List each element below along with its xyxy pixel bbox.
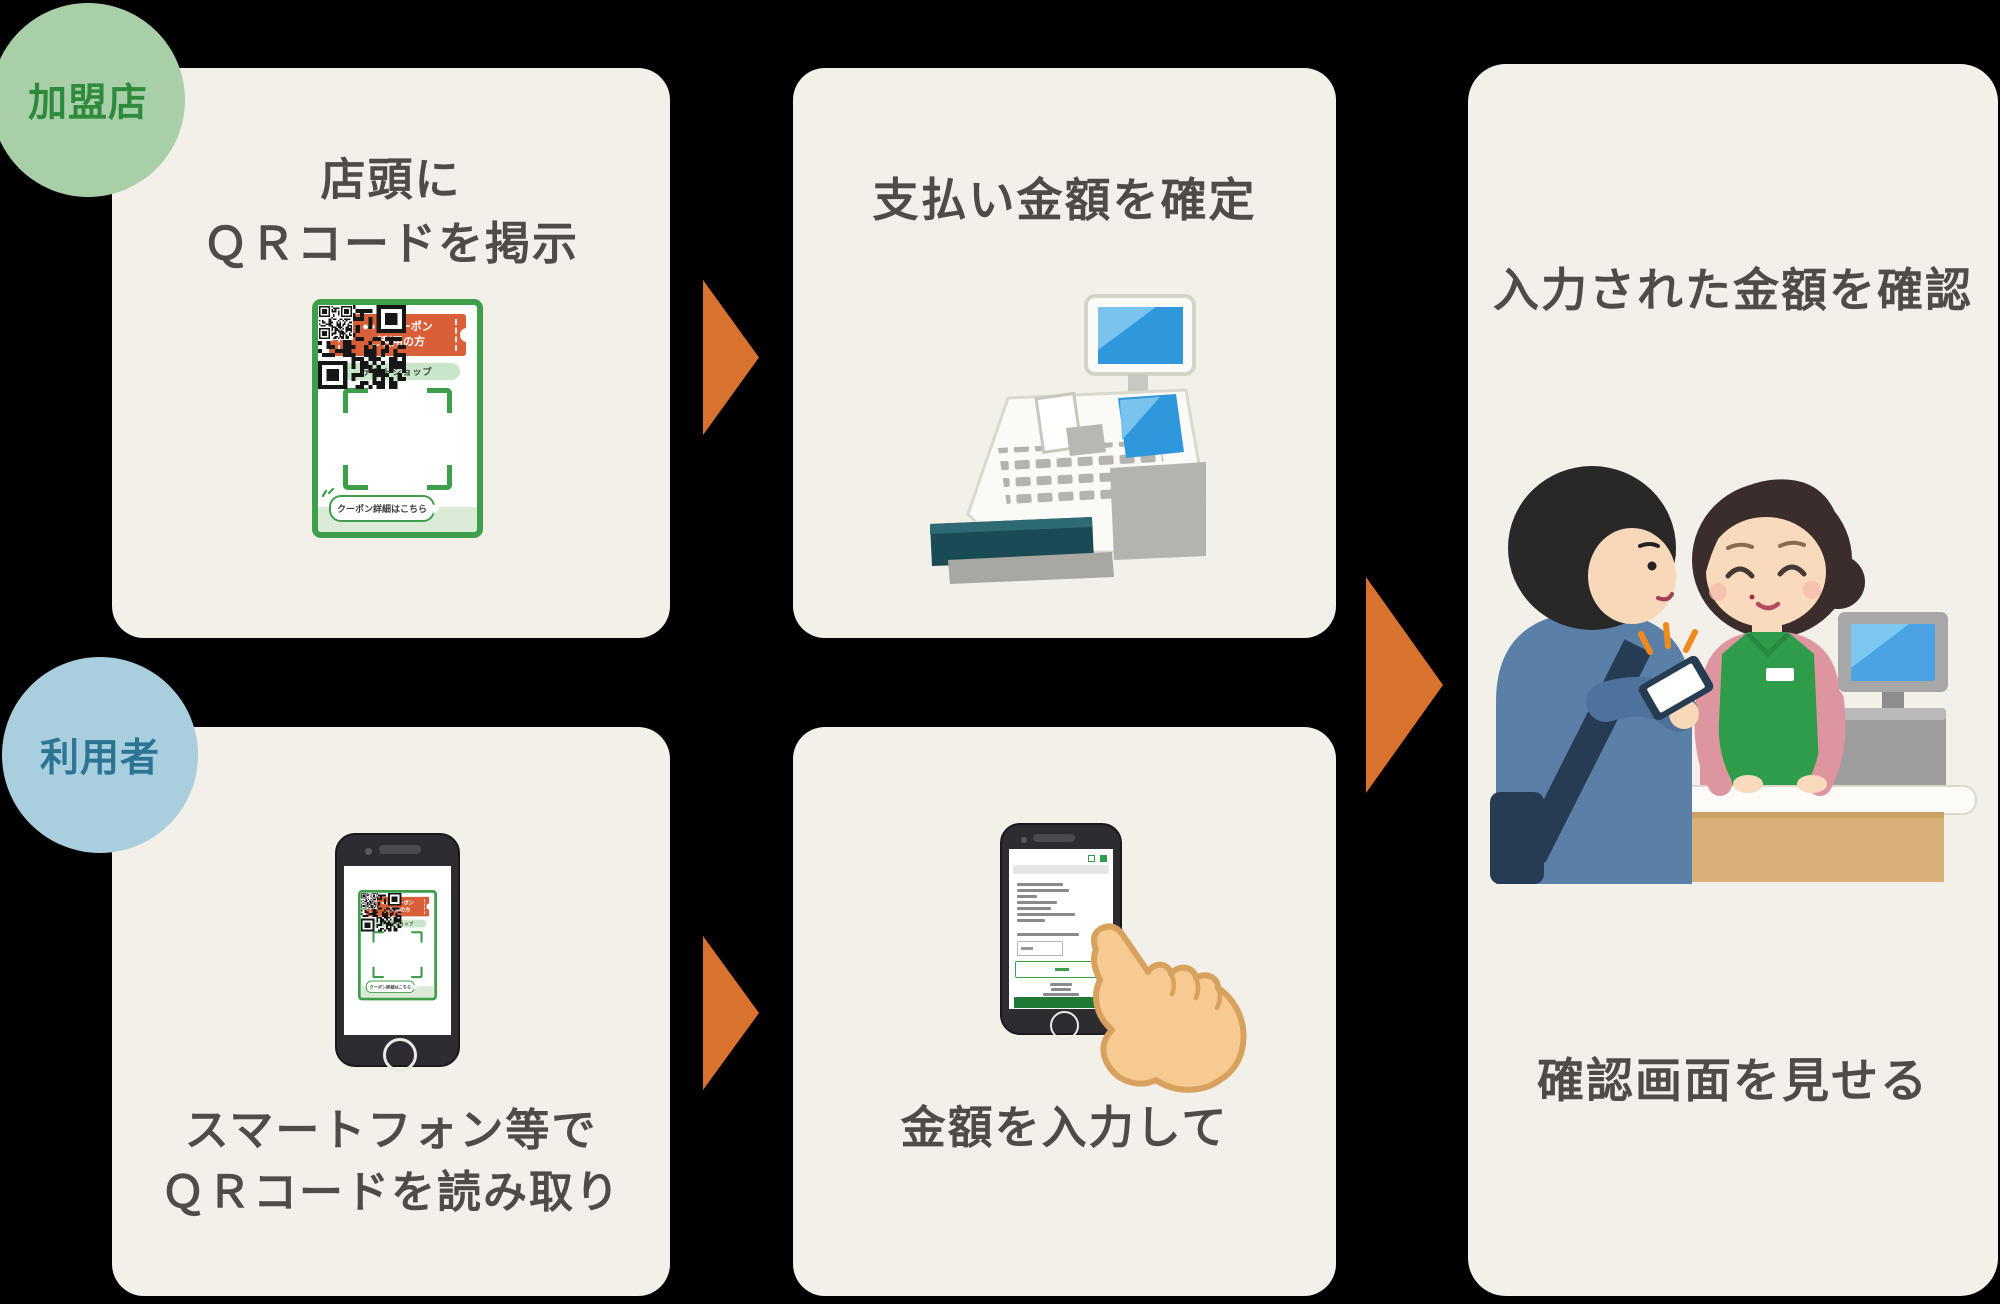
qr-poster: ●●●●クーポン ご利用の方 テストショップ クーポン詳細はこちら bbox=[312, 299, 483, 538]
verify-title-bottom: 確認画面を見せる bbox=[1537, 1054, 1929, 1107]
phone-speaker-icon bbox=[1033, 834, 1075, 842]
amount-input bbox=[1017, 941, 1063, 956]
submit-button bbox=[1014, 997, 1108, 1008]
display-qr-title-line1: 店頭に bbox=[320, 154, 462, 205]
coupon-detail-bubble: クーポン詳細はこちら bbox=[329, 495, 440, 522]
scan-qr-title-line2: ＱＲコードを読み取り bbox=[161, 1168, 621, 1218]
display-qr-title: 店頭に ＱＲコードを掲示 bbox=[112, 148, 670, 276]
scan-corner-icon bbox=[427, 388, 452, 413]
pointing-hand-icon bbox=[1090, 923, 1247, 1093]
scan-corner-icon bbox=[427, 465, 452, 490]
verify-title-top: 入力された金額を確認 bbox=[1493, 264, 1973, 316]
scan-corner-icon bbox=[343, 465, 368, 490]
scan-frame bbox=[343, 388, 452, 490]
user-badge-label: 利用者 bbox=[39, 737, 160, 780]
scan-frame bbox=[372, 931, 423, 979]
arrow-step3-icon bbox=[1366, 577, 1443, 793]
phone-home-button bbox=[383, 1038, 417, 1072]
merchant-badge-label: 加盟店 bbox=[27, 82, 148, 125]
counter-register bbox=[1824, 612, 1948, 788]
enter-amount-title: 金額を入力して bbox=[900, 1102, 1229, 1153]
arrow-step2-icon bbox=[703, 936, 759, 1090]
smartphone: ●●●●クーポン ご利用の方 テストショップ クーポン詳細はこちら bbox=[335, 833, 460, 1072]
scan-qr-title-line1: スマートフォン等で bbox=[184, 1106, 598, 1155]
sparkle-icon bbox=[1638, 622, 1698, 655]
scan-corner-icon bbox=[343, 388, 368, 413]
ticket-dash-right bbox=[455, 319, 457, 351]
sparkle-icon bbox=[320, 484, 336, 498]
phone-speaker-icon bbox=[379, 845, 421, 854]
display-qr-title-line2: ＱＲコードを掲示 bbox=[202, 217, 579, 269]
confirm-amount-title: 支払い金額を確定 bbox=[872, 174, 1257, 226]
coupon-detail-bubble: クーポン詳細はこちら bbox=[365, 980, 418, 994]
store-clerk bbox=[1692, 479, 1865, 790]
scan-qr-title: スマートフォン等で ＱＲコードを読み取り bbox=[112, 1100, 670, 1225]
shop-name-pill: テストショップ bbox=[368, 919, 427, 928]
form-icon bbox=[1088, 855, 1095, 862]
phone-camera-icon bbox=[365, 848, 372, 855]
merchant-badge: 加盟店 bbox=[0, 3, 185, 197]
phone-camera-icon bbox=[1021, 837, 1027, 843]
form-header-bar bbox=[1013, 865, 1109, 874]
mini-qr-code-icon bbox=[318, 305, 353, 340]
phone-screen: ●●●●クーポン ご利用の方 テストショップ クーポン詳細はこちら bbox=[344, 866, 451, 1035]
customer-phone-icon bbox=[1638, 655, 1714, 721]
customer bbox=[1490, 466, 1714, 884]
cash-register-illustration bbox=[930, 294, 1207, 584]
form-icon bbox=[1100, 855, 1107, 862]
arrow-step1-icon bbox=[703, 280, 759, 435]
phone-home-button bbox=[1050, 1011, 1079, 1040]
mini-qr-code-icon bbox=[360, 892, 377, 909]
cashier-customer-illustration bbox=[1490, 466, 1977, 884]
user-badge: 利用者 bbox=[2, 657, 198, 853]
